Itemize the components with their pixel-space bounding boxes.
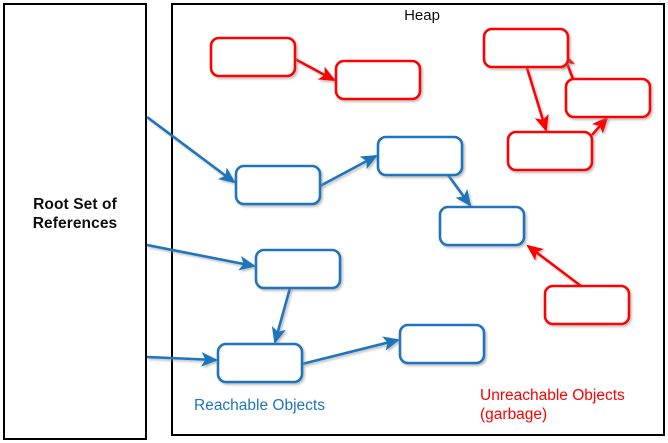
edge-root-to-b4 [146,243,257,271]
unreachable-objects-legend: Unreachable Objects (garbage) [480,387,625,424]
nodes-group [209,27,652,384]
unreachable-object-node-r5[interactable] [506,130,594,172]
edge-b4-to-b5 [271,287,292,345]
unreachable-object-node-r1[interactable] [209,36,297,78]
edge-b5-to-b6 [301,336,401,366]
unreachable-object-node-r3[interactable] [482,27,570,69]
edge-r5-to-r4 [591,116,609,136]
edge-b2-to-b3 [446,174,472,207]
edge-r3-to-r5 [525,67,549,132]
root-set-panel [3,3,147,440]
reachable-object-node-b3[interactable] [438,205,526,247]
root-set-label: Root Set of References [32,196,118,232]
edge-r1-to-r2 [294,57,336,82]
unreachable-object-node-r2[interactable] [334,59,422,101]
heap-label: Heap [404,7,440,24]
reachable-object-node-b6[interactable] [398,323,486,365]
reachable-object-node-b5[interactable] [216,342,304,384]
unreachable-object-node-r6[interactable] [543,284,631,326]
edge-root-to-b5 [146,352,219,367]
unreachable-object-node-r4[interactable] [564,77,652,119]
edges-group [146,51,609,367]
reachable-objects-legend: Reachable Objects [194,397,325,414]
edge-r6-to-b3 [526,244,582,288]
edge-b1-to-b2 [319,154,378,188]
edge-root-to-b1 [146,115,236,184]
reachable-object-node-b4[interactable] [254,248,342,290]
reachable-object-node-b2[interactable] [376,135,464,177]
reachable-object-node-b1[interactable] [234,164,322,206]
